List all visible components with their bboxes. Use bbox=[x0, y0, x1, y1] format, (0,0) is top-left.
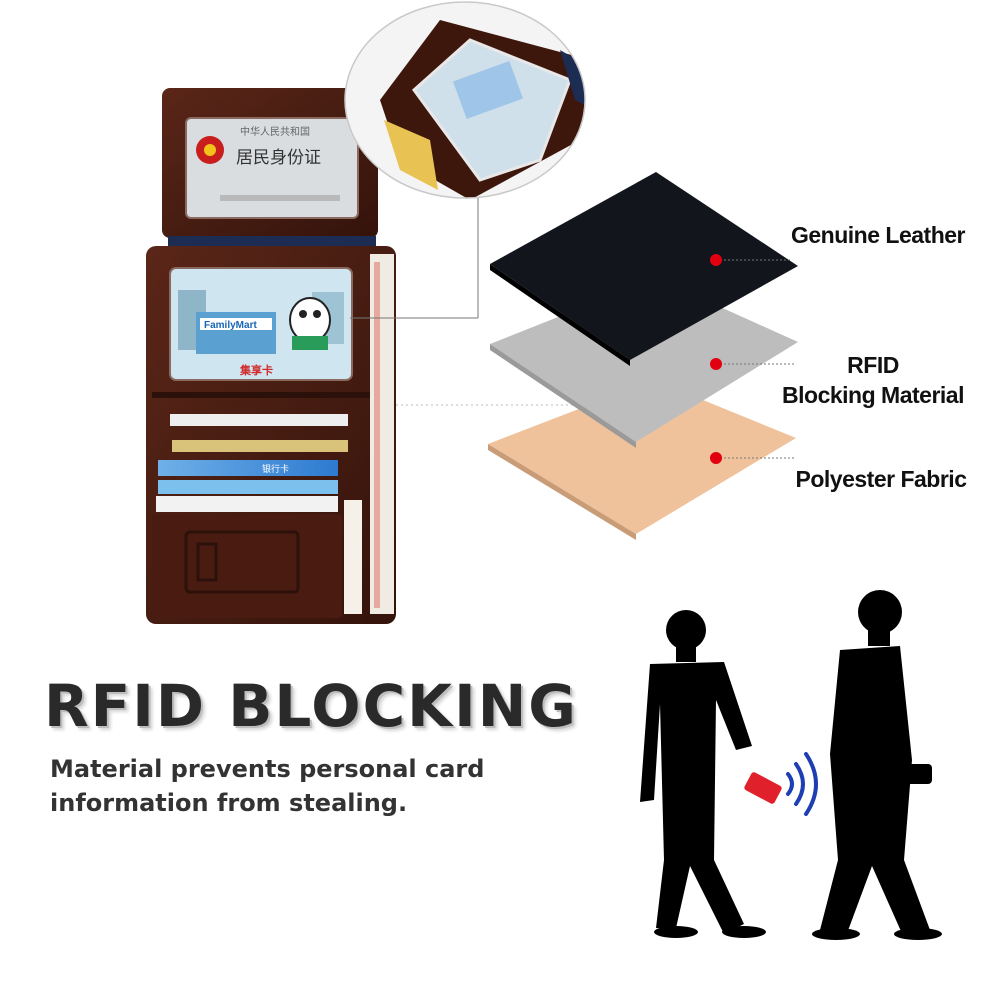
description: Material prevents personal card informat… bbox=[50, 752, 510, 820]
bank-card-label: 银行卡 bbox=[262, 463, 289, 475]
card-slot-5 bbox=[156, 496, 338, 512]
layer-polyester-fabric bbox=[488, 380, 796, 534]
marker-polyester bbox=[710, 452, 722, 464]
card-slot-1 bbox=[170, 414, 348, 426]
wallet-front-pocket bbox=[152, 514, 342, 618]
figure-left bbox=[640, 610, 766, 938]
brand-emboss bbox=[184, 530, 300, 594]
description-line-2: information from stealing. bbox=[50, 789, 408, 817]
material-layers bbox=[488, 172, 798, 540]
figure-right bbox=[812, 590, 942, 940]
wallet: 中华人民共和国 居民身份证 FamilyMart 集享卡 银行卡 bbox=[146, 88, 396, 624]
headline-rfid-blocking: RFID BLOCKING bbox=[44, 672, 578, 740]
description-line-1: Material prevents personal card bbox=[50, 755, 485, 783]
label-genuine-leather: Genuine Leather bbox=[791, 222, 965, 248]
panda-mascot bbox=[289, 297, 331, 343]
card-red-icon bbox=[744, 772, 782, 804]
label-polyester-fabric: Polyester Fabric bbox=[795, 466, 967, 492]
layer-genuine-leather bbox=[490, 172, 798, 360]
id-card-window bbox=[185, 117, 359, 219]
card-slot-2 bbox=[172, 440, 348, 452]
signal-icon bbox=[786, 752, 818, 816]
wallet-icon bbox=[904, 764, 932, 784]
marker-leather bbox=[710, 254, 722, 266]
label-rfid-blocking: RFID Blocking Material bbox=[782, 352, 964, 408]
id-card-header: 中华人民共和国 bbox=[240, 125, 310, 138]
id-card-title: 居民身份证 bbox=[236, 148, 321, 168]
card-slot-3 bbox=[158, 460, 338, 476]
store-card-name: 集享卡 bbox=[239, 363, 273, 377]
card-slot-4 bbox=[158, 480, 338, 494]
marker-rfid bbox=[710, 358, 722, 370]
zoom-callout bbox=[344, 1, 590, 406]
store-card-brand: FamilyMart bbox=[204, 320, 257, 331]
